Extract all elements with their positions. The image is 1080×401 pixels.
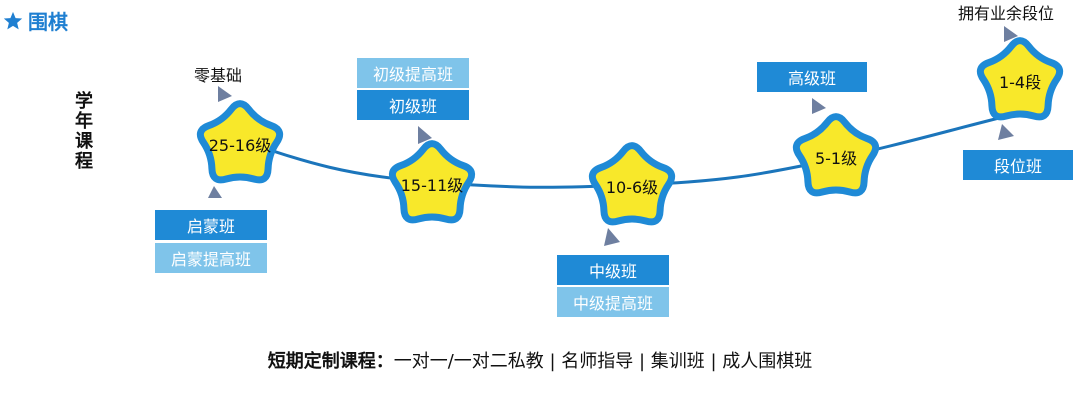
pointer-4-top [812, 98, 826, 114]
star-label-4: 5-1级 [815, 149, 857, 168]
star-2-box-2: 初级班 [357, 90, 469, 120]
star-label-5: 1-4段 [999, 73, 1041, 92]
title-text: 围棋 [28, 10, 68, 34]
star-5-box-1: 段位班 [963, 150, 1073, 180]
star-node-1: 25-16级 [196, 100, 284, 184]
star-node-2: 15-11级 [388, 140, 476, 224]
star-4-box-1: 高级班 [757, 62, 867, 92]
pointer-1-bottom [208, 186, 222, 198]
footer-heading: 短期定制课程： [267, 351, 394, 372]
page-title: 围棋 [2, 6, 68, 35]
star-3-box-2: 中级提高班 [557, 287, 669, 317]
star-label-1: 25-16级 [209, 136, 272, 155]
star-1-box-2: 启蒙提高班 [155, 243, 267, 273]
footer-content: 一对一/一对二私教 | 名师指导 | 集训班 | 成人围棋班 [393, 351, 813, 372]
side-label: 学年课程 [75, 91, 93, 172]
star-node-5: 1-4段 [976, 37, 1064, 121]
star-2-box-1: 初级提高班 [357, 58, 469, 88]
pointer-5-top [1004, 26, 1018, 42]
star-1-top-note: 零基础 [194, 66, 243, 85]
pointer-5-bottom [998, 124, 1014, 140]
star-label-2: 15-11级 [401, 176, 464, 195]
star-node-3: 10-6级 [588, 142, 676, 226]
star-3-box-1: 中级班 [557, 255, 669, 285]
pointer-3-bottom [604, 228, 620, 246]
star-1-box-1: 启蒙班 [155, 210, 267, 240]
star-label-3: 10-6级 [606, 178, 658, 197]
footer-note: 短期定制课程：一对一/一对二私教 | 名师指导 | 集训班 | 成人围棋班 [0, 347, 1080, 373]
pointer-1-top [218, 86, 232, 102]
pointer-2-top [418, 126, 432, 144]
star-icon [3, 11, 23, 29]
star-node-4: 5-1级 [792, 113, 880, 197]
star-5-top-note: 拥有业余段位 [958, 4, 1055, 23]
